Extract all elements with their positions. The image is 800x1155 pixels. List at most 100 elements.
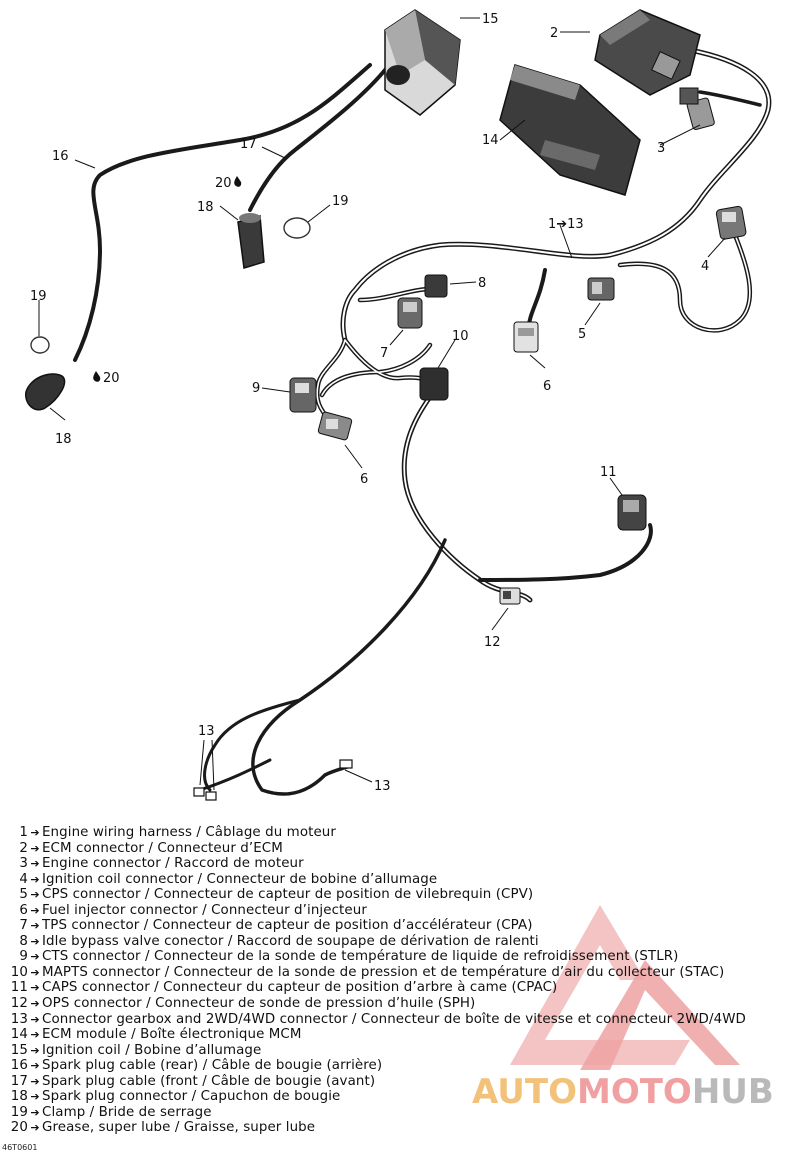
callout-6-lower: 6 [360,472,368,487]
arrow-right-icon: ➔ [30,997,40,1011]
spark-plug-connector-front [237,213,265,269]
ecm-connector [594,9,701,96]
callout-19-front: 19 [332,194,349,209]
automotohub-logo [510,905,740,1070]
legend-item: 12➔OPS connector / Connecteur de sonde d… [6,996,800,1012]
legend-item-text: TPS connector / Connecteur de capteur de… [42,918,533,934]
legend-item-number: 1 [19,825,28,840]
arrow-right-icon: ➔ [30,1105,40,1119]
spark-plug-connector-rear [25,373,66,411]
legend-item: 11➔CAPS connector / Connecteur du capteu… [6,980,800,996]
legend-item-number: 16 [10,1058,28,1074]
callout-16: 16 [52,149,69,164]
legend-item: 3➔Engine connector / Raccord de moteur [6,856,800,872]
automotohub-logo-text: AUTOMOTOHUB [472,1072,774,1112]
legend-item-number: 12 [10,996,28,1012]
legend-item-text: ECM module / Boîte électronique MCM [42,1027,302,1043]
callout-18-front: 18 [197,200,214,215]
arrow-right-icon: ➔ [30,1090,40,1104]
callout-20-rear: 20 [103,371,120,386]
callout-19-rear: 19 [30,289,47,304]
legend-item: 6➔Fuel injector connector / Connecteur d… [6,903,800,919]
mapts-connector [419,367,449,401]
spark-plug-cable-front [248,68,387,212]
ignition-coil [384,9,461,116]
grease-drop-icon [93,371,101,382]
callout-11: 11 [600,465,617,480]
legend-item: 8➔Idle bypass valve conector / Raccord d… [6,934,800,950]
spark-plug-cables [73,63,387,362]
legend-item: 1➔Engine wiring harness / Câblage du mot… [6,825,800,841]
legend-item-text: OPS connector / Connecteur de sonde de p… [42,996,476,1012]
diagram-reference-code: 46T0601 [2,1143,38,1152]
legend-item-text: MAPTS connector / Connecteur de la sonde… [42,964,725,980]
callout-3: 3 [657,141,665,156]
legend-item-text: Engine connector / Raccord de moteur [42,856,304,872]
harness-cables [198,47,772,796]
legend-item-text: Idle bypass valve conector / Raccord de … [42,933,539,949]
arrow-right-icon: ➔ [30,981,40,995]
arrow-right-icon: ➔ [30,919,40,933]
legend-item-text: Grease, super lube / Graisse, super lube [42,1120,316,1136]
arrow-right-icon: ➔ [30,1043,40,1057]
arrow-right-icon: ➔ [30,857,40,871]
harness-gearbox-cable-lead [203,698,302,792]
legend-item-text: Spark plug cable (front / Câble de bougi… [42,1073,376,1089]
callout-14: 14 [482,133,499,148]
ops-connector [499,587,521,605]
callout-6-upper: 6 [543,379,551,394]
legend-item: 10➔MAPTS connector / Connecteur de la so… [6,965,800,981]
automotohub-logo-triangle [510,905,740,1070]
caps-connector [617,494,647,531]
engine-connector [679,87,715,130]
legend-item: 9➔CTS connector / Connecteur de la sonde… [6,949,800,965]
callout-1-13: 1➔13 [548,217,584,232]
legend-item: 17➔Spark plug cable (front / Câble de bo… [6,1074,800,1090]
logo-text-auto: AUTO [472,1072,577,1112]
legend-item: 18➔Spark plug connector / Capuchon de bo… [6,1089,800,1105]
legend-item-number: 5 [19,887,28,903]
harness-branch-ignition-inner [619,234,751,332]
ecm-module [499,64,641,196]
legend-item: 20➔Grease, super lube / Graisse, super l… [6,1120,800,1136]
legend-item-number: 17 [10,1073,28,1089]
legend-item-number: 14 [10,1027,28,1043]
arrow-right-icon: ➔ [30,934,40,948]
fuel-injector-connector-upper [513,321,539,353]
arrow-right-icon: ➔ [30,1059,40,1073]
callout-17: 17 [240,137,257,152]
harness-main-trunk-inner [342,49,770,341]
legend-item-number: 10 [10,964,28,980]
legend-item-number: 9 [19,949,28,965]
ignition-coil-connector [715,205,747,240]
arrow-right-icon: ➔ [30,841,40,855]
legend-item: 2➔ECM connector / Connecteur d’ECM [6,841,800,857]
harness-branch-caps [478,523,653,582]
logo-text-hub: HUB [691,1072,774,1112]
legend-item-number: 11 [10,980,28,996]
arrow-right-icon: ➔ [30,1028,40,1042]
harness-gearbox-cable [251,538,447,796]
callout-20-front: 20 [215,176,232,191]
legend-item-number: 13 [10,1011,28,1027]
arrow-right-icon: ➔ [30,888,40,902]
legend-item-number: 2 [19,840,28,856]
legend-item: 16➔Spark plug cable (rear) / Câble de bo… [6,1058,800,1074]
callout-8: 8 [478,276,486,291]
cts-connector [289,377,317,413]
legend-item: 15➔Ignition coil / Bobine d’allumage [6,1043,800,1059]
legend-item-text: Engine wiring harness / Câblage du moteu… [42,825,336,840]
arrow-right-icon: ➔ [30,903,40,917]
harness-branch-injector-upper [526,268,547,332]
legend-item: 19➔Clamp / Bride de serrage [6,1105,800,1121]
fuel-injector-connector-lower [317,411,353,441]
arrow-right-icon: ➔ [30,1121,40,1135]
legend-item: 13➔Connector gearbox and 2WD/4WD connect… [6,1012,800,1028]
callout-15: 15 [482,12,499,27]
legend-item-text: Connector gearbox and 2WD/4WD connector … [42,1011,746,1027]
legend-item-number: 7 [19,918,28,934]
legend-item: 5➔CPS connector / Connecteur de capteur … [6,887,800,903]
legend-item-number: 18 [10,1089,28,1105]
cps-connector [587,277,615,301]
